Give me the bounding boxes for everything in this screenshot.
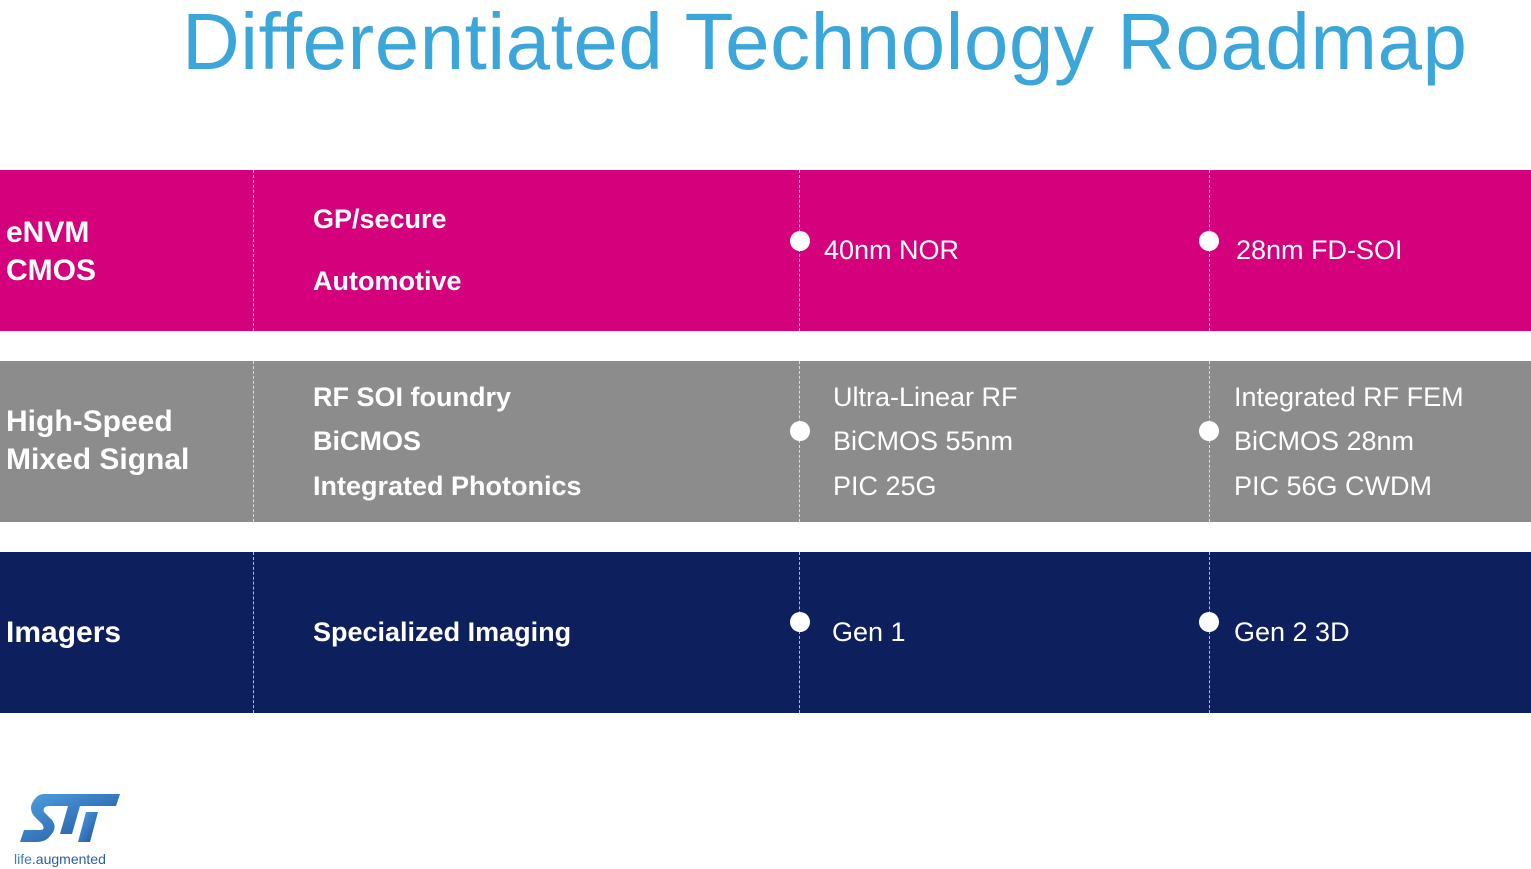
divider: [253, 361, 254, 522]
roadmap-row-imagers: Imagers Specialized Imaging Gen 1 Gen 2 …: [0, 552, 1531, 713]
milestone-dot: [790, 421, 810, 441]
current-gen-item: Gen 1: [832, 617, 906, 647]
current-gen-item: BiCMOS 55nm: [833, 426, 1014, 456]
divider: [1209, 552, 1210, 713]
current-gen-item: PIC 25G: [833, 471, 937, 501]
row-category: Imagers: [6, 614, 121, 652]
milestone-dot: [1199, 612, 1219, 632]
divider: [1209, 361, 1210, 522]
focus-item: Automotive: [313, 266, 462, 296]
focus-item: GP/secure: [313, 204, 447, 234]
focus-item: Specialized Imaging: [313, 617, 572, 647]
focus-item: BiCMOS: [313, 426, 421, 456]
next-gen-item: 28nm FD-SOI: [1236, 235, 1403, 265]
st-logo-icon: [20, 794, 120, 842]
logo-tagline: life.augmented: [14, 851, 106, 867]
category-line: Imagers: [6, 616, 122, 649]
roadmap-row-mixed-signal: High-Speed Mixed Signal RF SOI foundry B…: [0, 361, 1531, 522]
row-category: eNVM CMOS: [6, 214, 96, 290]
divider: [799, 552, 800, 713]
divider: [799, 361, 800, 522]
milestone-dot: [790, 612, 810, 632]
next-gen-item: BiCMOS 28nm: [1234, 426, 1415, 456]
divider: [253, 552, 254, 713]
category-line: CMOS: [6, 254, 96, 287]
next-gen-item: Gen 2 3D: [1234, 617, 1350, 647]
divider: [253, 170, 254, 331]
category-line: High-Speed: [6, 405, 173, 438]
milestone-dot: [1199, 231, 1219, 251]
category-line: eNVM: [6, 216, 90, 249]
milestone-dot: [790, 231, 810, 251]
focus-item: Integrated Photonics: [313, 471, 582, 501]
current-gen-item: Ultra-Linear RF: [833, 382, 1018, 412]
current-gen-item: 40nm NOR: [824, 235, 960, 265]
category-line: Mixed Signal: [6, 443, 190, 476]
next-gen-item: PIC 56G CWDM: [1234, 471, 1433, 501]
next-gen-item: Integrated RF FEM: [1234, 382, 1464, 412]
focus-item: RF SOI foundry: [313, 382, 511, 412]
row-category: High-Speed Mixed Signal: [6, 403, 189, 479]
milestone-dot: [1199, 421, 1219, 441]
page-title: Differentiated Technology Roadmap: [182, 0, 1468, 86]
roadmap-row-envm: eNVM CMOS GP/secure Automotive 40nm NOR …: [0, 170, 1531, 331]
